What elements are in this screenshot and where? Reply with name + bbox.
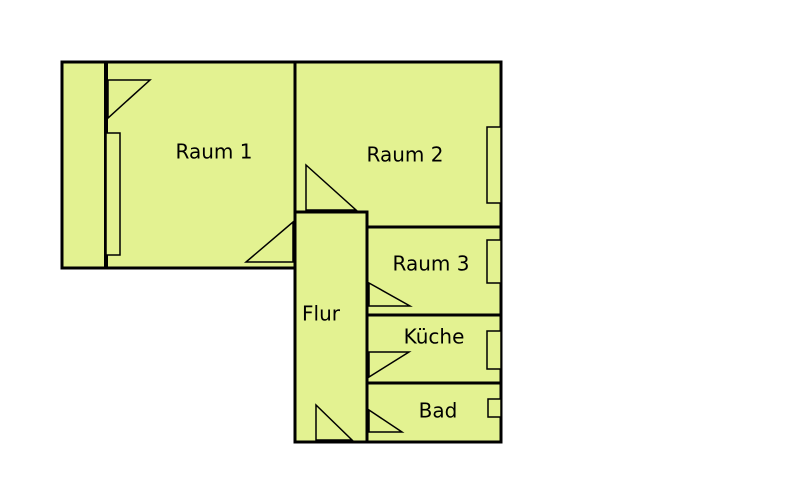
window-bad-icon [487, 398, 502, 418]
door-raum1-flur-icon [243, 220, 294, 263]
outer-wall [60, 60, 503, 444]
door-bad-icon [368, 408, 405, 433]
door-raum1-top-icon [107, 79, 152, 120]
window-raum2-icon [486, 126, 502, 204]
annex-strip [60, 60, 108, 270]
window-raum1-icon [105, 132, 121, 256]
label-kueche: Küche [404, 325, 465, 349]
label-bad: Bad [419, 399, 458, 423]
window-raum3-icon [486, 239, 502, 284]
room-raum-1 [104, 60, 297, 270]
label-raum-3: Raum 3 [393, 252, 470, 276]
door-flur-entry-icon [315, 403, 354, 441]
window-kueche-icon [486, 330, 502, 370]
door-raum2-flur-icon [305, 163, 358, 211]
label-flur: Flur [302, 302, 341, 326]
door-raum3-icon [368, 281, 413, 307]
label-raum-1: Raum 1 [176, 140, 253, 164]
door-kueche-icon [368, 351, 412, 379]
label-raum-2: Raum 2 [367, 143, 444, 167]
room-flur [293, 210, 369, 444]
